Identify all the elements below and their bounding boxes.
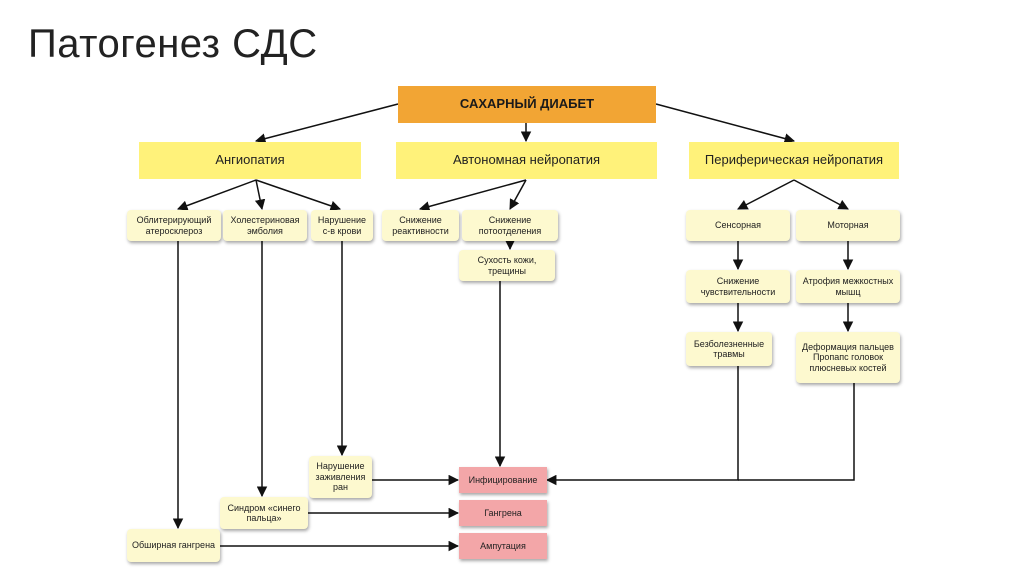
impaired-healing-box: Нарушение заживления ран (309, 456, 372, 498)
autonomic-neuropathy-box: Автономная нейропатия (396, 142, 657, 179)
painless-injuries-box: Безболезненные травмы (686, 332, 772, 366)
diabetes-box: САХАРНЫЙ ДИАБЕТ (398, 86, 656, 123)
infection-box: Инфицирование (459, 467, 547, 493)
motor-box: Моторная (796, 210, 900, 241)
sensory-box: Сенсорная (686, 210, 790, 241)
cholesterol-embolism-box: Холестериновая эмболия (223, 210, 307, 241)
blood-disorder-box: Нарушение с-в крови (311, 210, 373, 241)
reduced-sensitivity-box: Снижение чувствительности (686, 270, 790, 303)
amputation-box: Ампутация (459, 533, 547, 559)
muscle-atrophy-box: Атрофия межкостных мышц (796, 270, 900, 303)
angiopathy-box: Ангиопатия (139, 142, 361, 179)
toe-deformation-box: Деформация пальцев Пропапс головок плюсн… (796, 332, 900, 383)
blue-toe-syndrome-box: Синдром «синего пальца» (220, 497, 308, 529)
gangrene-box: Гангрена (459, 500, 547, 526)
dry-skin-box: Сухость кожи, трещины (459, 250, 555, 281)
slide-title: Патогенез СДС (28, 22, 318, 66)
reduced-sweating-box: Снижение потоотделения (462, 210, 558, 241)
peripheral-neuropathy-box: Периферическая нейропатия (689, 142, 899, 179)
reduced-reactivity-box: Снижение реактивности (382, 210, 459, 241)
extensive-gangrene-box: Обширная гангрена (127, 529, 220, 562)
obliterating-atherosclerosis-box: Облитерирующий атеросклероз (127, 210, 221, 241)
